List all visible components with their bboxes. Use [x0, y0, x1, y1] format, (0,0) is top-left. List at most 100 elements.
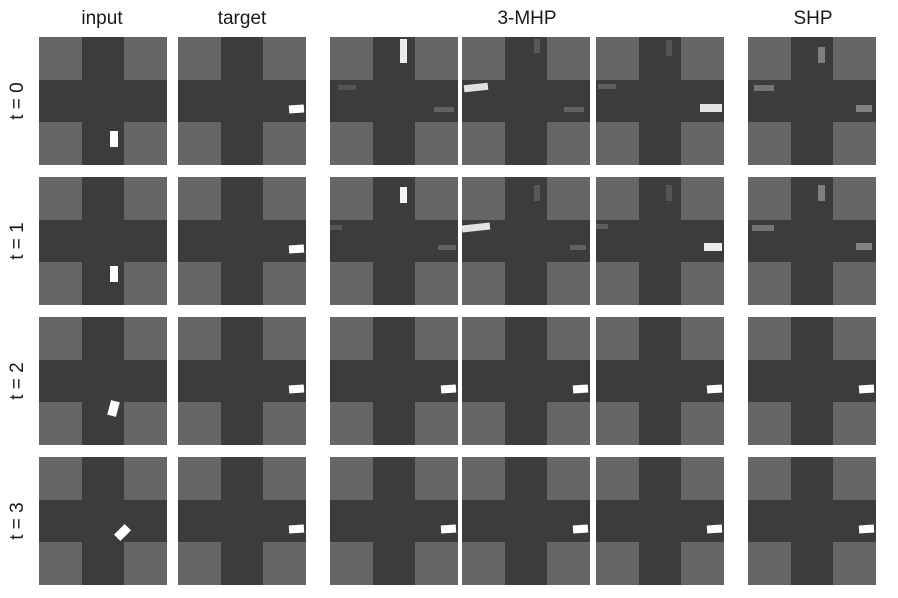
corner-block	[596, 122, 639, 165]
row-label-t2: t = 2	[7, 362, 28, 400]
frame-t0-3-mhp-1	[330, 37, 458, 165]
vehicle	[462, 222, 491, 233]
corner-block	[39, 177, 82, 220]
corner-block	[833, 262, 876, 305]
intersection-view	[748, 317, 876, 445]
corner-block	[330, 317, 373, 360]
corner-block	[39, 457, 82, 500]
intersection-view	[748, 457, 876, 585]
corner-block	[263, 457, 306, 500]
corner-block	[124, 457, 167, 500]
frame-t0-target	[178, 37, 306, 165]
corner-block	[330, 542, 373, 585]
intersection-view	[178, 177, 306, 305]
vehicle-ghost	[570, 245, 586, 250]
vehicle	[706, 524, 723, 534]
corner-block	[124, 317, 167, 360]
corner-block	[748, 457, 791, 500]
vehicle-ghost	[534, 39, 540, 53]
intersection-view	[462, 177, 590, 305]
intersection-view	[748, 37, 876, 165]
corner-block	[39, 317, 82, 360]
vehicle	[288, 384, 305, 394]
corner-block	[748, 317, 791, 360]
corner-block	[462, 457, 505, 500]
corner-block	[547, 37, 590, 80]
corner-block	[415, 37, 458, 80]
intersection-view	[596, 457, 724, 585]
corner-block	[178, 542, 221, 585]
corner-block	[547, 402, 590, 445]
corner-block	[462, 542, 505, 585]
vehicle-ghost	[666, 185, 672, 201]
corner-block	[178, 122, 221, 165]
corner-block	[330, 177, 373, 220]
vehicle	[114, 524, 131, 541]
corner-block	[596, 37, 639, 80]
column-header-shp: SHP	[793, 8, 833, 29]
frame-t3-input	[39, 457, 167, 585]
corner-block	[178, 457, 221, 500]
intersection-view	[178, 37, 306, 165]
row-label-t3: t = 3	[7, 502, 28, 540]
intersection-view	[462, 317, 590, 445]
frame-t1-target	[178, 177, 306, 305]
frame-t2-shp	[748, 317, 876, 445]
corner-block	[263, 177, 306, 220]
vehicle-ghost	[564, 107, 584, 112]
corner-block	[124, 37, 167, 80]
intersection-view	[748, 177, 876, 305]
frame-t3-3-mhp-2	[462, 457, 590, 585]
intersection-view	[178, 457, 306, 585]
corner-block	[263, 542, 306, 585]
column-header-target: target	[217, 8, 267, 29]
corner-block	[596, 542, 639, 585]
vehicle	[858, 524, 875, 534]
corner-block	[833, 317, 876, 360]
corner-block	[263, 262, 306, 305]
corner-block	[124, 542, 167, 585]
frame-t0-input	[39, 37, 167, 165]
corner-block	[178, 37, 221, 80]
vehicle	[704, 243, 722, 251]
vehicle	[700, 104, 722, 112]
frame-t1-3-mhp-2	[462, 177, 590, 305]
corner-block	[547, 457, 590, 500]
corner-block	[124, 122, 167, 165]
corner-block	[263, 122, 306, 165]
vehicle-ghost	[818, 185, 825, 201]
vehicle-ghost	[596, 224, 608, 229]
corner-block	[263, 317, 306, 360]
frame-t0-3-mhp-3	[596, 37, 724, 165]
vehicle-ghost	[598, 84, 616, 89]
frame-t3-3-mhp-3	[596, 457, 724, 585]
vehicle-ghost	[666, 40, 672, 56]
corner-block	[178, 262, 221, 305]
corner-block	[462, 122, 505, 165]
vehicle	[107, 400, 120, 417]
corner-block	[547, 122, 590, 165]
vehicle	[440, 384, 457, 394]
corner-block	[748, 177, 791, 220]
vehicle	[288, 524, 305, 534]
intersection-view	[330, 37, 458, 165]
frame-t0-shp	[748, 37, 876, 165]
intersection-view	[330, 177, 458, 305]
corner-block	[596, 262, 639, 305]
corner-block	[681, 37, 724, 80]
corner-block	[833, 177, 876, 220]
vehicle	[110, 266, 118, 282]
vehicle-ghost	[534, 185, 540, 201]
corner-block	[415, 317, 458, 360]
frame-t1-3-mhp-1	[330, 177, 458, 305]
corner-block	[596, 177, 639, 220]
corner-block	[681, 262, 724, 305]
corner-block	[415, 177, 458, 220]
corner-block	[462, 317, 505, 360]
vehicle	[110, 131, 118, 147]
corner-block	[681, 122, 724, 165]
frame-t0-3-mhp-2	[462, 37, 590, 165]
intersection-view	[178, 317, 306, 445]
corner-block	[263, 37, 306, 80]
corner-block	[681, 457, 724, 500]
